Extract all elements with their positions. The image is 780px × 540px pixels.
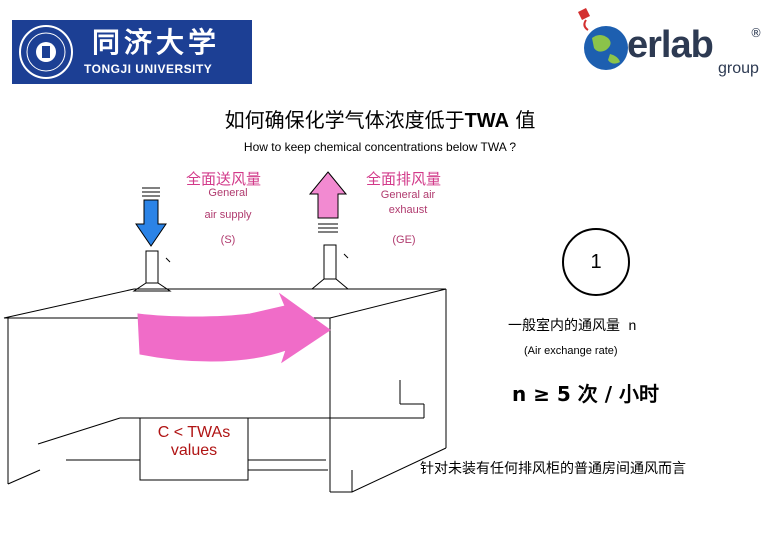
exhaust-diffuser <box>310 244 350 290</box>
exhaust-label-en-1: General air <box>380 189 436 201</box>
erlab-logo: erlab ® group <box>572 4 772 88</box>
tongji-chinese-name: 同济大学 <box>92 26 221 59</box>
tongji-university-logo: 同济大学 TONGJI UNIVERSITY <box>12 20 252 84</box>
exchange-rate-label-cn: 一般室内的通风量 <box>508 318 620 334</box>
erlab-group-label: group <box>718 60 759 77</box>
supply-label-en-1: General <box>208 187 248 199</box>
tongji-english-name: TONGJI UNIVERSITY <box>84 62 213 76</box>
exhaust-arrow <box>308 171 348 233</box>
slide-title: 如何确保化学气体浓度低于TWA 值 <box>0 104 760 133</box>
supply-label-en-2: air supply <box>204 209 252 221</box>
title-chinese-suffix: 值 <box>509 108 536 132</box>
tongji-seal-icon <box>19 25 73 79</box>
supply-arrow <box>135 187 167 247</box>
erlab-wordmark: erlab <box>627 24 714 66</box>
footnote: 针对未装有任何排风柜的普通房间通风而言 <box>420 461 686 477</box>
slide-number-badge: 1 <box>562 228 630 296</box>
supply-diffuser <box>132 250 172 292</box>
exchange-rate-label-en: (Air exchange rate) <box>524 345 618 357</box>
title-chinese-prefix: 如何确保化学气体浓度低于 <box>224 108 465 132</box>
exhaust-abbr: (GE) <box>392 234 416 246</box>
concentration-box <box>139 417 249 481</box>
concentration-label: C < TWAs values <box>142 424 246 460</box>
supply-label-cn: 全面送风量 <box>186 170 262 188</box>
title-twa: TWA <box>464 110 510 132</box>
concentration-line-1: C < TWAs <box>157 424 231 441</box>
globe-icon <box>578 8 628 70</box>
exhaust-label-en-2: exhaust <box>388 204 428 216</box>
supply-abbr: (S) <box>220 234 236 246</box>
exchange-rate-rule: n ≥ 5 次 / 小时 <box>512 382 660 406</box>
registered-mark: ® <box>750 26 762 40</box>
exhaust-label-cn: 全面排风量 <box>366 170 442 188</box>
slide-subtitle: How to keep chemical concentrations belo… <box>243 140 517 154</box>
airflow-arrow <box>137 292 331 364</box>
concentration-line-2: values <box>170 442 218 459</box>
exchange-rate-label: 一般室内的通风量 n <box>508 315 636 335</box>
exchange-rate-symbol: n <box>628 317 637 333</box>
